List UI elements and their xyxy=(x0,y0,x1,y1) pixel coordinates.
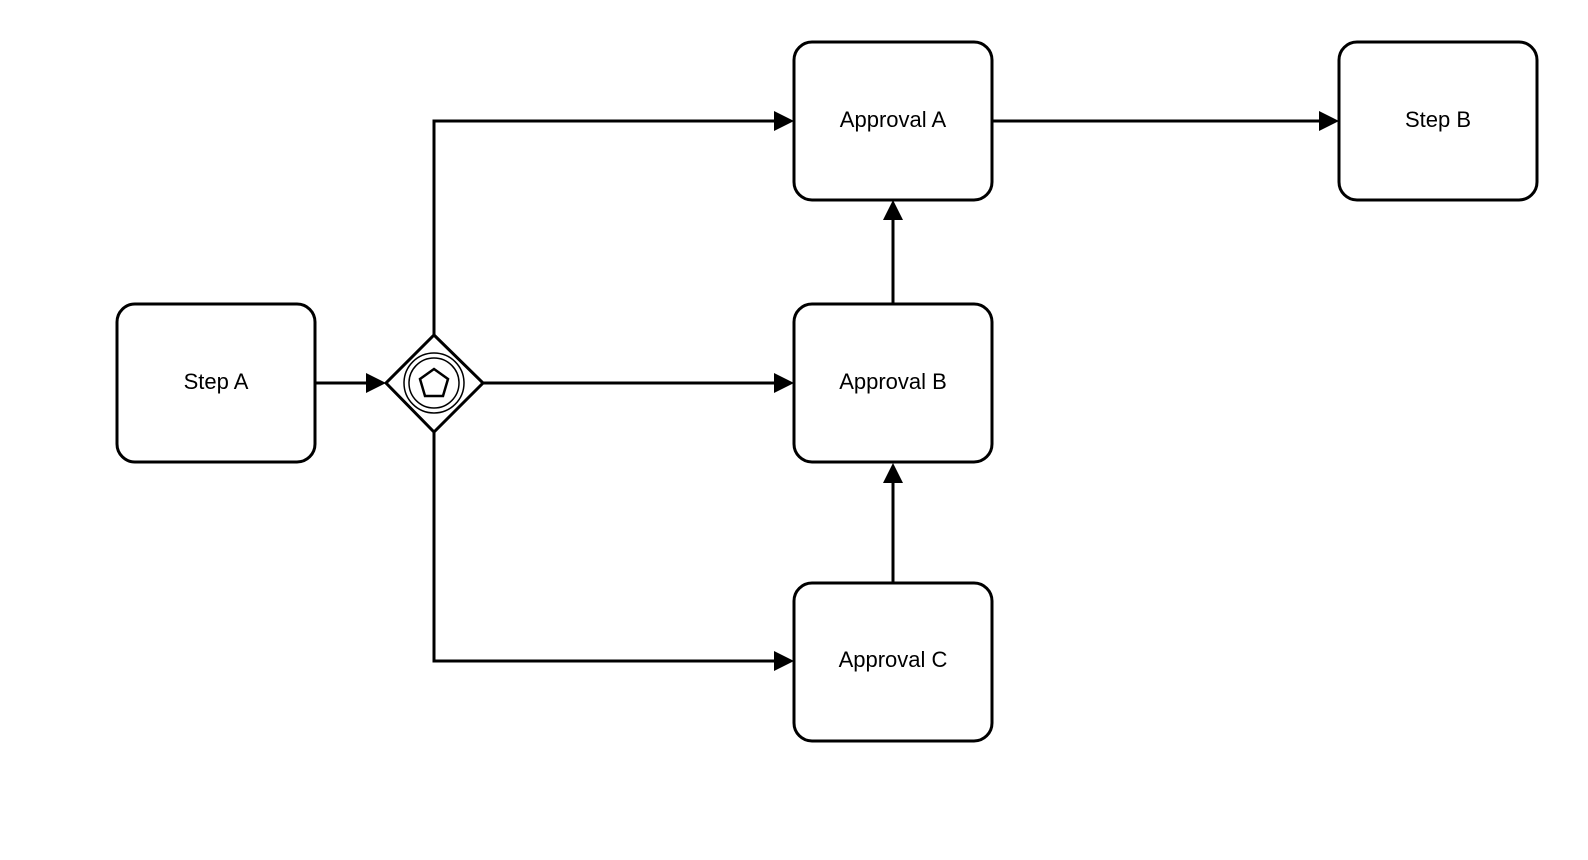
sequence-flows xyxy=(316,111,1339,671)
flow-gateway-to-approval-c[interactable] xyxy=(432,432,794,671)
arrow-head-icon xyxy=(883,200,903,220)
arrow-head-icon xyxy=(774,111,794,131)
task-label: Approval B xyxy=(839,369,947,394)
task-label: Step B xyxy=(1405,107,1471,132)
gateway-inner-ring-icon xyxy=(408,357,460,409)
flow-approval-b-to-approval-a[interactable] xyxy=(883,200,903,304)
task-label: Approval A xyxy=(840,107,947,132)
task-label: Approval C xyxy=(839,647,948,672)
task-step-b[interactable]: Step B xyxy=(1337,40,1539,202)
task-approval-c[interactable]: Approval C xyxy=(792,581,994,743)
arrow-head-icon xyxy=(1319,111,1339,131)
event-based-gateway[interactable] xyxy=(383,332,486,435)
arrow-head-icon xyxy=(774,373,794,393)
task-approval-b[interactable]: Approval B xyxy=(792,302,994,464)
arrow-head-icon xyxy=(366,373,386,393)
flow-gateway-to-approval-a[interactable] xyxy=(432,111,794,335)
pentagon-icon xyxy=(418,367,450,398)
arrow-head-icon xyxy=(774,651,794,671)
flow-step-a-to-gateway[interactable] xyxy=(316,373,386,393)
flow-approval-a-to-step-b[interactable] xyxy=(993,111,1339,131)
gateway-outer-ring-icon xyxy=(403,352,465,414)
flow-approval-c-to-approval-b[interactable] xyxy=(883,463,903,583)
arrow-head-icon xyxy=(883,463,903,483)
flow-gateway-to-approval-b[interactable] xyxy=(483,373,794,393)
task-step-a[interactable]: Step A xyxy=(115,302,317,464)
task-label: Step A xyxy=(184,369,249,394)
task-approval-a[interactable]: Approval A xyxy=(792,40,994,202)
